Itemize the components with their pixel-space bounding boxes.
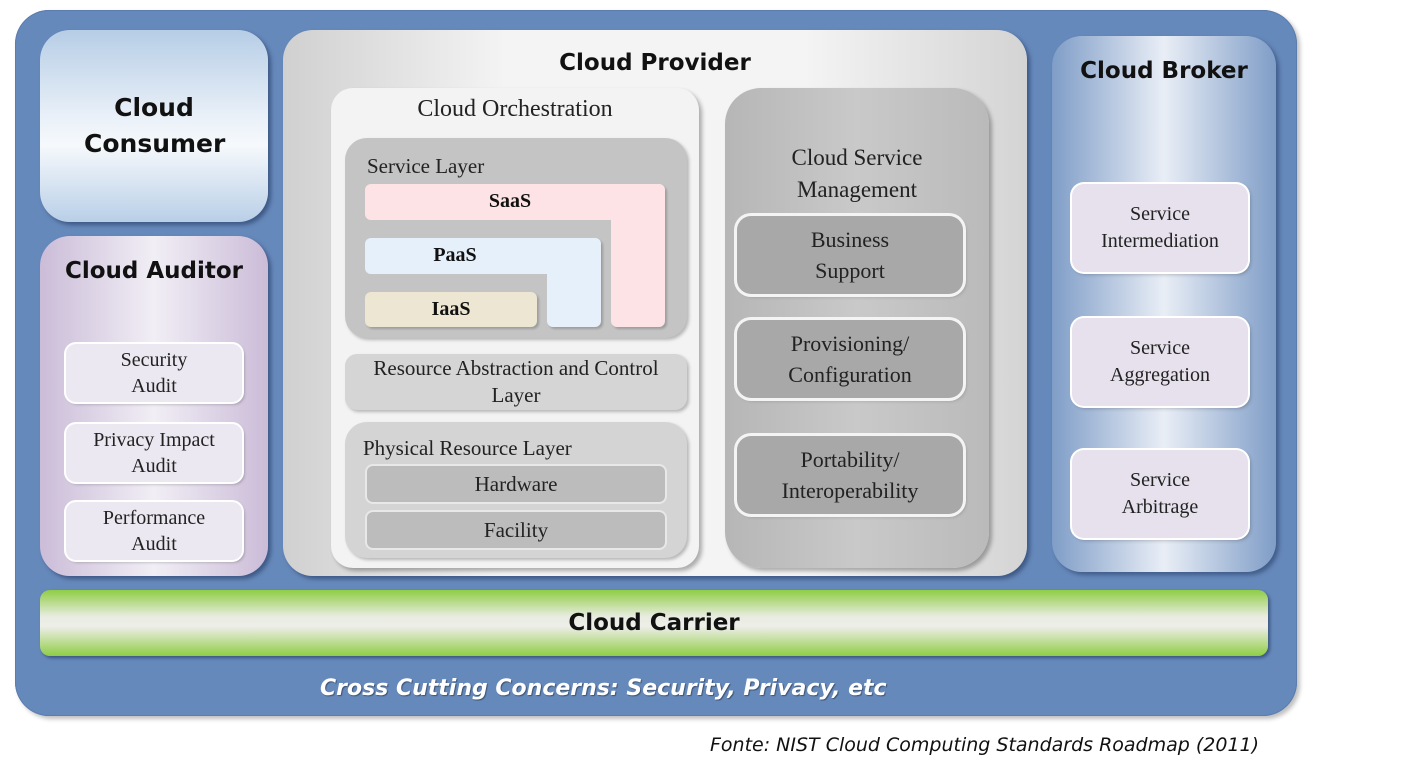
auditor-item-label: Privacy Impact Audit <box>93 429 215 477</box>
cloud-orchestration-box: Cloud Orchestration Service Layer SaaS P… <box>331 88 699 568</box>
cloud-consumer-label: Cloud Consumer <box>84 93 226 158</box>
saas-block <box>365 184 665 220</box>
cloud-carrier-bar: Cloud Carrier <box>40 590 1268 656</box>
iaas-block <box>365 292 537 327</box>
cloud-carrier-label: Cloud Carrier <box>568 610 740 636</box>
physical-resource-layer-label: Physical Resource Layer <box>363 436 572 460</box>
csm-item-label: Provisioning/ Configuration <box>788 331 912 387</box>
auditor-item-privacy-impact-audit: Privacy Impact Audit <box>66 424 242 482</box>
source-caption: Fonte: NIST Cloud Computing Standards Ro… <box>710 734 1260 756</box>
auditor-item-label: Security Audit <box>120 349 188 397</box>
cloud-orchestration-title: Cloud Orchestration <box>417 96 613 122</box>
saas-label: SaaS <box>488 190 532 212</box>
broker-item-label: Service Arbitrage <box>1121 469 1199 518</box>
paas-label: PaaS <box>433 244 477 266</box>
broker-item-service-aggregation: Service Aggregation <box>1072 318 1248 406</box>
resource-abstraction-label: Resource Abstraction and Control Layer <box>373 356 659 407</box>
csm-item-portability-interoperability: Portability/ Interoperability <box>737 436 963 514</box>
cloud-auditor-box: Cloud Auditor Security Audit Privacy Imp… <box>40 236 268 576</box>
broker-item-service-intermediation: Service Intermediation <box>1072 184 1248 272</box>
broker-item-label: Service Intermediation <box>1101 203 1219 252</box>
cloud-broker-title: Cloud Broker <box>1080 58 1248 84</box>
service-layer-box: Service Layer SaaS PaaS IaaS <box>345 138 687 338</box>
paas-block <box>365 238 601 274</box>
service-layer-label: Service Layer <box>367 154 485 178</box>
csm-item-label: Portability/ Interoperability <box>781 447 919 503</box>
csm-item-business-support: Business Support <box>737 216 963 294</box>
physical-resource-layer-box: Physical Resource Layer Hardware Facilit… <box>345 422 687 558</box>
auditor-item-performance-audit: Performance Audit <box>66 502 242 560</box>
cloud-broker-box: Cloud Broker Service Intermediation Serv… <box>1052 36 1276 572</box>
iaas-label: IaaS <box>431 298 471 320</box>
cross-cutting-concerns-label: Cross Cutting Concerns: Security, Privac… <box>320 676 887 701</box>
cloud-service-management-title: Cloud Service Management <box>725 142 989 206</box>
physical-item-hardware: Hardware <box>367 466 665 502</box>
csm-item-label: Business Support <box>810 227 890 283</box>
resource-abstraction-control-layer: Resource Abstraction and Control Layer <box>345 354 687 410</box>
broker-item-label: Service Aggregation <box>1110 337 1210 386</box>
cloud-provider-title: Cloud Provider <box>559 50 751 76</box>
broker-item-service-arbitrage: Service Arbitrage <box>1072 450 1248 538</box>
cloud-provider-box: Cloud Provider Cloud Orchestration Servi… <box>283 30 1027 576</box>
cloud-auditor-title: Cloud Auditor <box>64 258 244 284</box>
auditor-item-security-audit: Security Audit <box>66 344 242 402</box>
cloud-service-management-label: Cloud Service Management <box>791 145 923 202</box>
cloud-consumer-box: Cloud Consumer <box>40 30 268 222</box>
cloud-service-management-box: Cloud Service Management Business Suppor… <box>725 88 989 568</box>
physical-item-facility: Facility <box>367 512 665 548</box>
auditor-item-label: Performance Audit <box>102 507 206 555</box>
csm-item-provisioning-configuration: Provisioning/ Configuration <box>737 320 963 398</box>
